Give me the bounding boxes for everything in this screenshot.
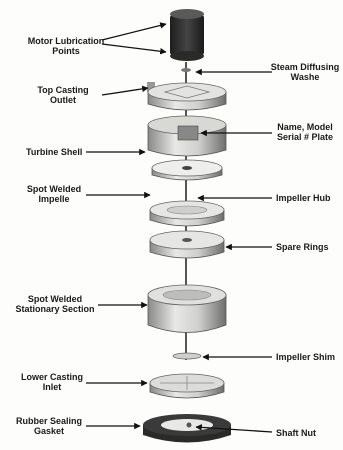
label-spot-welded-impeller: Spot Welded Impelle bbox=[22, 184, 86, 204]
label-lower-casting-inlet: Lower Casting Inlet bbox=[16, 372, 88, 392]
spare-ring-upper bbox=[150, 201, 224, 226]
label-spare-rings: Spare Rings bbox=[276, 242, 340, 252]
label-impeller-hub: Impeller Hub bbox=[276, 193, 340, 203]
label-spot-welded-stationary-section: Spot Welded Stationary Section bbox=[10, 294, 100, 314]
spot-welded-impeller bbox=[152, 160, 222, 180]
steam-diffusing-washer bbox=[181, 68, 191, 72]
lower-casting bbox=[150, 374, 224, 398]
label-impeller-shim: Impeller Shim bbox=[276, 352, 340, 362]
serial-plate bbox=[178, 126, 198, 140]
stationary-section bbox=[148, 285, 226, 333]
label-rubber-sealing-gasket: Rubber Sealing Gasket bbox=[10, 416, 88, 436]
label-motor-lubrication-points: Motor Lubrication Points bbox=[22, 36, 110, 56]
label-steam-diffusing-washer: Steam Diffusing Washe bbox=[270, 62, 340, 82]
shaft-nut bbox=[187, 423, 192, 428]
motor bbox=[170, 9, 204, 61]
label-top-casting-outlet: Top Casting Outlet bbox=[22, 85, 104, 105]
top-casting bbox=[147, 82, 226, 110]
label-shaft-nut: Shaft Nut bbox=[276, 428, 336, 438]
label-name-model-serial-plate: Name, Model Serial # Plate bbox=[270, 122, 340, 142]
impeller-shim bbox=[173, 353, 201, 359]
label-turbine-shell: Turbine Shell bbox=[26, 147, 86, 157]
turbine-shell bbox=[148, 116, 226, 156]
spare-ring-lower bbox=[150, 231, 224, 258]
